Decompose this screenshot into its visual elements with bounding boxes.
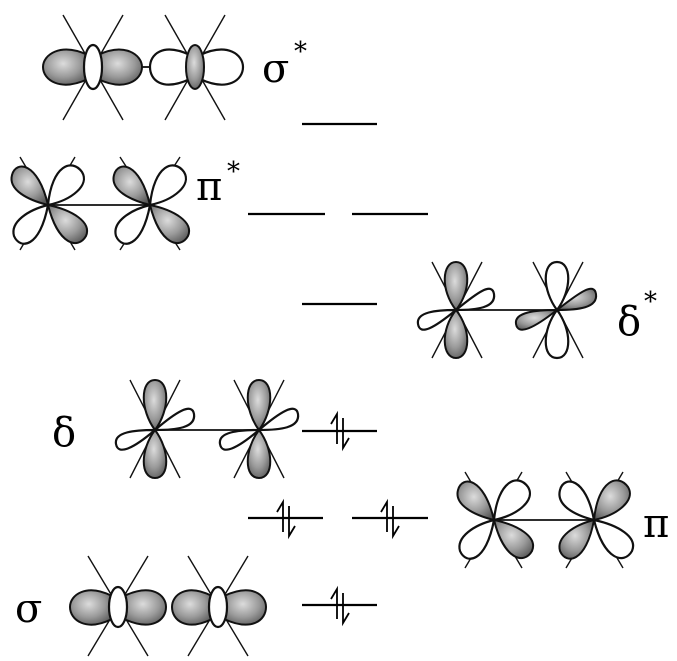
level-sigma xyxy=(302,585,377,627)
label-pi-star-asterisk: * xyxy=(227,157,240,187)
level-pi-1 xyxy=(248,498,323,540)
label-delta: δ xyxy=(52,410,76,456)
level-pi-2 xyxy=(352,498,428,540)
label-pi-star: π xyxy=(196,164,222,210)
label-sigma: σ xyxy=(15,586,42,632)
label-delta-star: δ xyxy=(617,299,641,345)
delta-star-orbital xyxy=(416,260,598,360)
label-pi: π xyxy=(643,501,669,547)
pi-star-orbital xyxy=(10,156,191,251)
label-sigma-star-asterisk: * xyxy=(294,37,307,67)
delta-orbital xyxy=(114,378,300,480)
sigma-star-orbital xyxy=(41,14,245,121)
sigma-orbital xyxy=(68,555,268,657)
label-sigma-star: σ xyxy=(262,46,289,92)
pi-orbital xyxy=(456,471,635,569)
level-delta xyxy=(302,410,377,452)
label-delta-star-asterisk: * xyxy=(644,287,657,317)
